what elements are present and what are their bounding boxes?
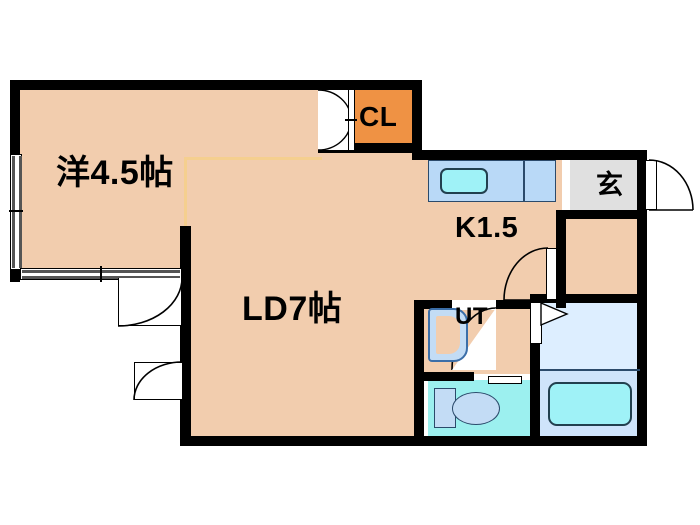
partition-line-horizontal bbox=[186, 157, 322, 160]
south-window-center-mark bbox=[100, 266, 102, 282]
wall-utility-door-jamb bbox=[496, 300, 532, 309]
label-closet: CL bbox=[359, 101, 398, 132]
label-kitchen: K1.5 bbox=[455, 212, 519, 244]
bathtub bbox=[548, 382, 632, 426]
closet-door-center-mark bbox=[345, 119, 357, 121]
wall-between-toilet-and-bath bbox=[530, 300, 540, 440]
utility-door-leaf[interactable] bbox=[452, 300, 496, 310]
kitchen-counter-divider bbox=[523, 160, 525, 202]
wall-north-kitchen bbox=[422, 150, 645, 160]
washing-machine-pan-inner bbox=[436, 316, 460, 354]
wall-between-utility-and-toilet bbox=[414, 372, 474, 381]
room-fill-ld bbox=[190, 150, 422, 436]
genkan-kitchen-door-leaf[interactable] bbox=[546, 248, 557, 300]
wall-between-washitsu-and-ld bbox=[180, 226, 191, 278]
wall-south-closet bbox=[318, 143, 422, 153]
washitsu-door-leaf[interactable] bbox=[118, 278, 182, 326]
room-fill-genkan bbox=[570, 160, 645, 218]
ld-entry-door-leaf[interactable] bbox=[134, 362, 182, 400]
washitsu-door-swing-arc bbox=[117, 277, 183, 327]
wall-east-kitchen bbox=[556, 210, 566, 308]
room-fill-hall bbox=[562, 218, 645, 296]
toilet-paper-holder bbox=[488, 376, 522, 384]
kitchen-sink-basin bbox=[440, 168, 488, 194]
wall-north-washitsu bbox=[10, 80, 318, 90]
wall-west-utility bbox=[414, 300, 424, 440]
ld-entry-door-swing-arc bbox=[133, 361, 183, 401]
wall-south-ld bbox=[180, 436, 645, 446]
wall-north-bath bbox=[530, 294, 645, 303]
west-window-center-mark bbox=[9, 210, 23, 212]
room-fill-closet bbox=[355, 88, 417, 150]
entrance-door-swing-arc bbox=[648, 159, 694, 211]
label-washitsu: 洋4.5帖 bbox=[56, 154, 174, 192]
label-genkan: 玄 bbox=[596, 170, 624, 200]
west-window-sash-outer bbox=[12, 156, 15, 268]
partition-line-vertical bbox=[184, 157, 187, 227]
west-window-sash-inner bbox=[19, 156, 22, 268]
wall-east-closet bbox=[412, 80, 422, 160]
toilet-bowl bbox=[452, 392, 500, 425]
label-utility: UT bbox=[455, 303, 488, 330]
wall-north-utility bbox=[414, 300, 452, 309]
wall-west-washitsu-upper bbox=[10, 80, 20, 154]
genkan-kitchen-door-swing-arc bbox=[503, 247, 549, 301]
label-ld: LD7帖 bbox=[242, 290, 343, 328]
bathroom-door-folding-mark bbox=[540, 301, 569, 327]
wall-west-ld bbox=[180, 278, 191, 436]
bath-area-divider bbox=[540, 369, 640, 371]
wall-north-closet bbox=[318, 80, 422, 90]
wall-south-genkan bbox=[562, 210, 645, 219]
